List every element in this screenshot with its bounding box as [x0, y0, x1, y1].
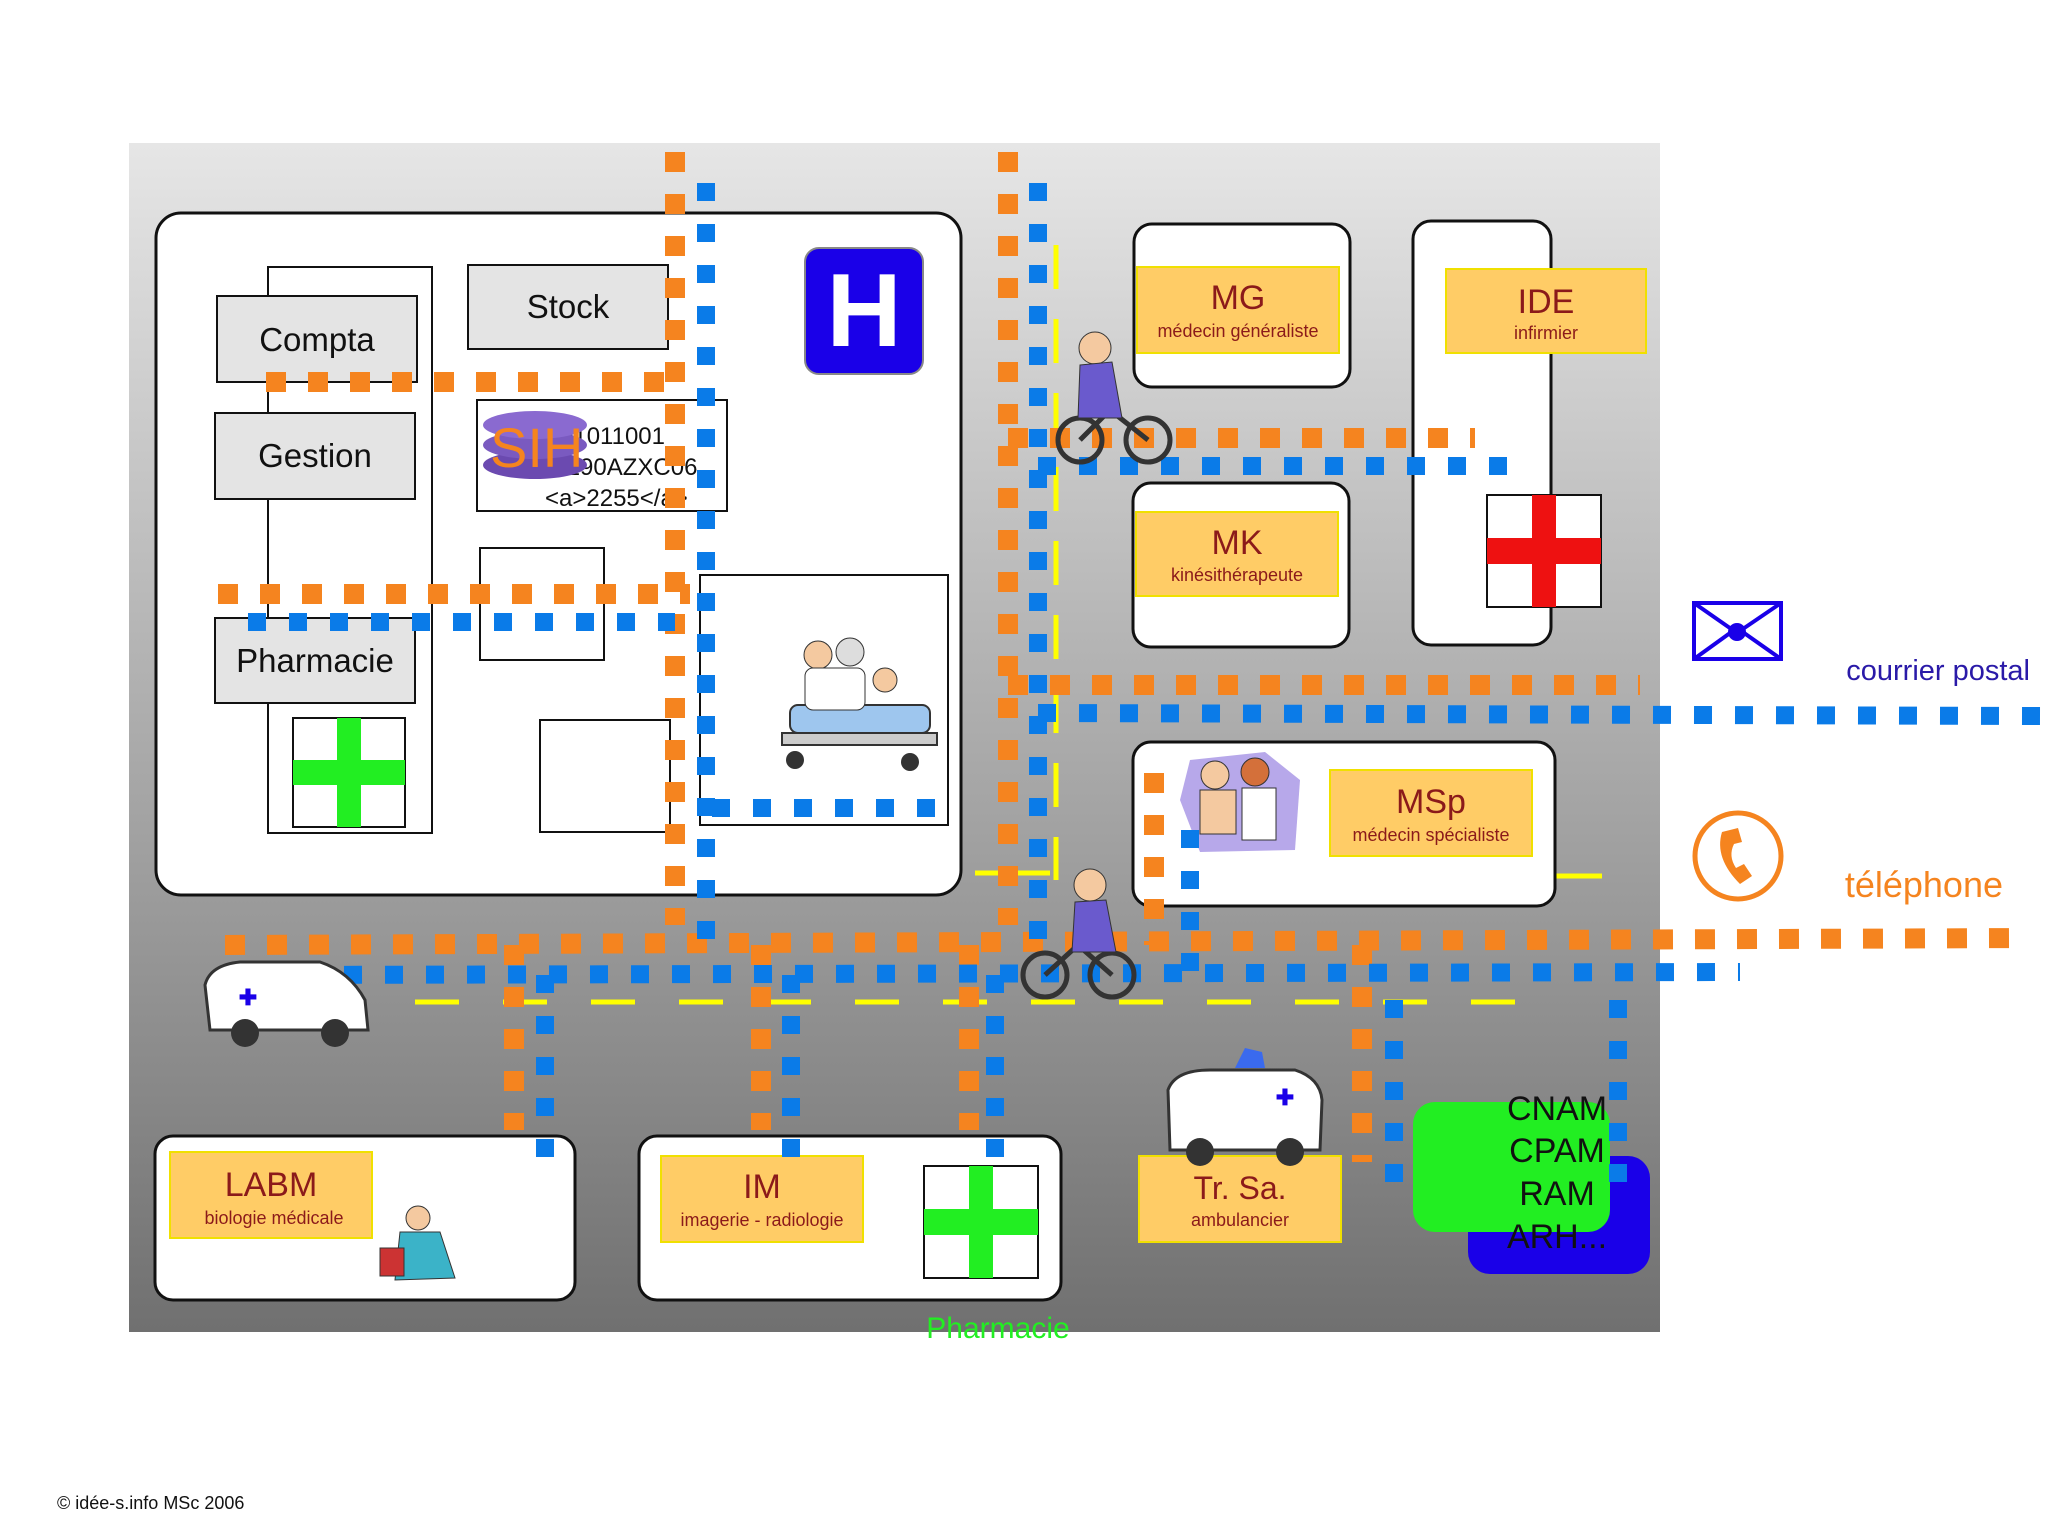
insurance-ram: RAM [1519, 1175, 1595, 1213]
insurance-block[interactable]: CNAM CPAM RAM ARH... [1413, 1090, 1650, 1274]
pharmacie-box[interactable]: Pharmacie [214, 617, 416, 704]
stock-label: Stock [527, 288, 610, 325]
pharmacie-street-label: Pharmacie [926, 1312, 1069, 1345]
compta-label: Compta [259, 321, 375, 358]
sih-code-line-3: <a>2255</a> [545, 485, 688, 512]
hospital-room-small [479, 547, 605, 661]
ide-red-cross-icon [1486, 494, 1602, 608]
patient-bed-icon [781, 637, 938, 771]
gestion-box[interactable]: Gestion [214, 412, 416, 500]
ide-abbr: IDE [1518, 283, 1575, 321]
insurance-cnam: CNAM [1507, 1090, 1607, 1128]
msp-abbr: MSp [1396, 783, 1466, 821]
im-abbr: IM [743, 1168, 781, 1206]
im-label-box[interactable]: IM imagerie - radiologie [660, 1155, 864, 1243]
gestion-label: Gestion [258, 437, 372, 474]
motorcycle-bottom-icon [1020, 868, 1137, 1000]
mg-abbr: MG [1211, 279, 1266, 317]
lab-technician-icon [379, 1205, 456, 1281]
motorcycle-top-icon [1055, 331, 1173, 465]
msp-desc: médecin spécialiste [1352, 825, 1509, 845]
ide-label-box[interactable]: IDE infirmier [1445, 268, 1647, 354]
copyright-footer: © idée-s.info MSc 2006 [57, 1493, 244, 1513]
hospital-room-bottom [539, 719, 671, 833]
telephone-network [218, 152, 2031, 1162]
telephone-icon [1692, 810, 1784, 902]
ide-desc: infirmier [1514, 323, 1578, 343]
insurance-arh: ARH... [1507, 1218, 1607, 1256]
sih-label: SIH [490, 416, 583, 479]
labm-label-box[interactable]: LABM biologie médicale [169, 1151, 373, 1239]
sih-block[interactable]: 01011001 01290AZXC06 <a>2255</a> SIH [476, 399, 728, 512]
trsa-label-box[interactable]: Tr. Sa. ambulancier [1138, 1155, 1342, 1243]
msp-label-box[interactable]: MSp médecin spécialiste [1329, 769, 1533, 857]
database-icon [483, 411, 587, 479]
telephone-label: téléphone [1845, 864, 2003, 905]
svg-text:✚: ✚ [239, 985, 257, 1010]
pharmacie-label: Pharmacie [236, 642, 394, 679]
ambulance-left-icon: ✚ [203, 960, 370, 1047]
mk-desc: kinésithérapeute [1171, 565, 1303, 585]
doctor-patient-icon [1180, 752, 1300, 852]
mk-label-box[interactable]: MK kinésithérapeute [1135, 511, 1339, 597]
pharmacy-green-cross-icon [923, 1165, 1039, 1279]
hospital-h-icon: H [804, 247, 924, 375]
svg-text:✚: ✚ [1276, 1085, 1294, 1110]
svg-text:H: H [826, 253, 901, 369]
insurance-cpam: CPAM [1509, 1132, 1605, 1170]
mg-label-box[interactable]: MG médecin généraliste [1136, 266, 1340, 354]
courrier-postal-label: courrier postal [1846, 655, 2030, 687]
trsa-abbr: Tr. Sa. [1193, 1170, 1286, 1206]
im-desc: imagerie - radiologie [680, 1210, 843, 1230]
compta-box[interactable]: Compta [216, 295, 418, 383]
mk-abbr: MK [1212, 524, 1263, 562]
labm-desc: biologie médicale [204, 1208, 343, 1228]
hospital-pharmacy-cross-icon [292, 717, 406, 828]
envelope-icon [1692, 601, 1783, 661]
mg-desc: médecin généraliste [1157, 321, 1318, 341]
trsa-desc: ambulancier [1191, 1210, 1289, 1230]
ambulance-right-icon: ✚ [1166, 1048, 1324, 1166]
mail-network [248, 183, 2041, 1185]
stock-box[interactable]: Stock [467, 264, 669, 350]
labm-abbr: LABM [225, 1166, 318, 1204]
